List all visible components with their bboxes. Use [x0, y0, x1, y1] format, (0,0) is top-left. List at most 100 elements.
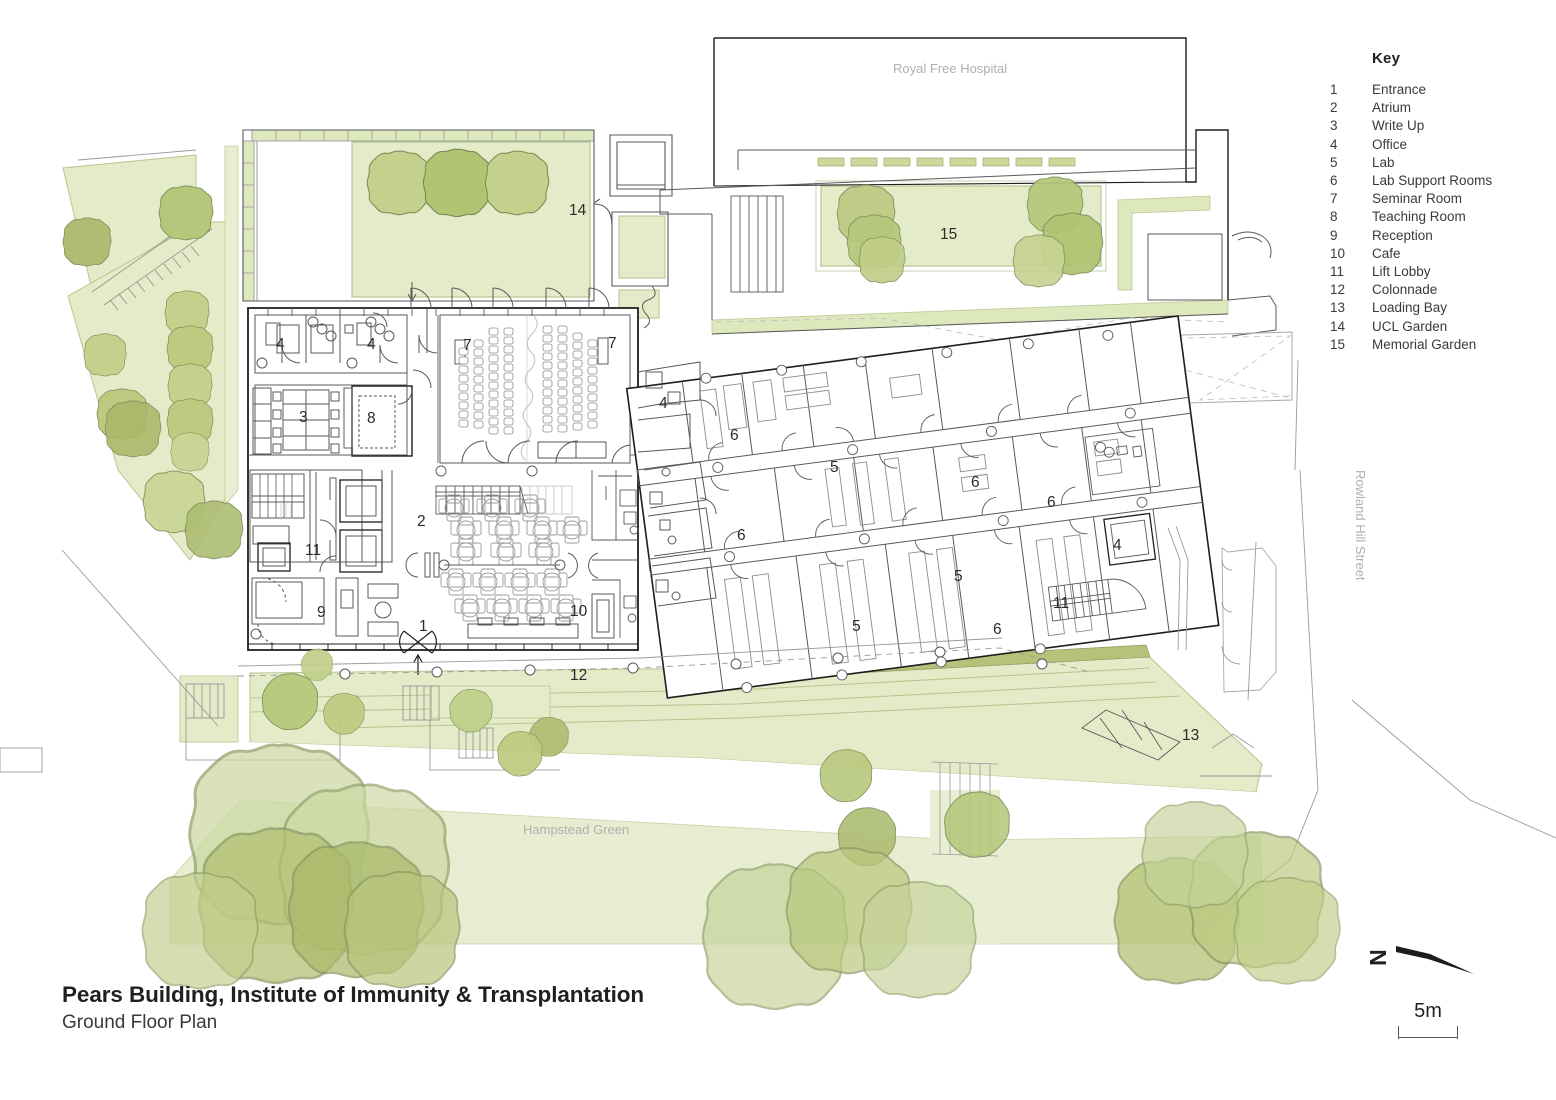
key-item-13: 13 Loading Bay: [1330, 299, 1556, 317]
room-number-5: 5: [954, 568, 963, 585]
room-number-4: 4: [659, 395, 668, 412]
lab-columns: [700, 329, 1148, 693]
scale-bar-label: 5m: [1414, 1000, 1442, 1022]
room-number-6: 6: [730, 427, 739, 444]
key-item-number: 4: [1330, 136, 1338, 152]
key-item-number: 13: [1330, 300, 1346, 316]
east-office: [1084, 427, 1161, 496]
west-interior-lines: [248, 315, 639, 638]
planter-strip-left: [242, 140, 255, 302]
key-item-number: 1: [1330, 82, 1338, 97]
north-arrow-needle: [1396, 946, 1474, 974]
key-item-label: Lab: [1372, 154, 1395, 170]
key-item-label: Colonnade: [1372, 282, 1438, 298]
room-number-9: 9: [317, 604, 326, 621]
key-item-9: 9 Reception: [1330, 227, 1556, 245]
title-block: Pears Building, Institute of Immunity & …: [62, 982, 644, 1034]
key-item-number: 2: [1330, 100, 1338, 116]
key-item-number: 7: [1330, 191, 1338, 207]
entrance-door: [399, 630, 437, 675]
key-item-1: 1 Entrance: [1330, 81, 1556, 99]
key-item-label: Seminar Room: [1372, 191, 1463, 207]
key-heading: Key: [1372, 50, 1401, 67]
key-item-number: 10: [1330, 245, 1346, 261]
room-number-13: 13: [1182, 727, 1200, 744]
key-item-label: Teaching Room: [1372, 209, 1466, 225]
room-number-14: 14: [569, 202, 587, 219]
scale-bar: 5m: [1398, 1000, 1458, 1039]
key-item-label: Atrium: [1372, 100, 1412, 116]
atrium-fittings: [405, 552, 615, 639]
key-item-6: 6 Lab Support Rooms: [1330, 172, 1556, 190]
drawing-title: Pears Building, Institute of Immunity & …: [62, 982, 645, 1007]
key-item-label: Memorial Garden: [1372, 336, 1477, 352]
key-item-label: Entrance: [1372, 82, 1427, 97]
key-item-3: 3 Write Up: [1330, 117, 1556, 135]
room-number-12: 12: [570, 667, 588, 684]
landscape-layer: [62, 129, 1270, 945]
key-item-number: 11: [1330, 264, 1345, 280]
key-item-label: Loading Bay: [1372, 300, 1448, 316]
site-label-hampstead-green: Hampstead Green: [523, 822, 630, 837]
key-item-number: 15: [1330, 336, 1346, 352]
loading-bay-bays: [1081, 709, 1181, 761]
room-number-3: 3: [299, 409, 308, 426]
room-number-8: 8: [367, 410, 376, 427]
room-number-2: 2: [417, 513, 426, 530]
key-item-number: 6: [1330, 173, 1338, 189]
east-stair: [1047, 578, 1147, 622]
hospital-stair: [730, 195, 784, 293]
reception: [250, 577, 399, 645]
room-number-4: 4: [276, 336, 285, 353]
royal-free-hospital-block: [713, 37, 1229, 300]
key-item-4: 4 Office: [1330, 136, 1556, 154]
room-number-6: 6: [993, 621, 1002, 638]
key-item-label: Lift Lobby: [1372, 264, 1431, 280]
room-number-5: 5: [830, 459, 839, 476]
lift-lobby-east: [1103, 512, 1157, 566]
site-label-rowland-hill-street: Rowland Hill Street: [1353, 470, 1368, 581]
site-label-royal-free-hospital: Royal Free Hospital: [893, 61, 1008, 76]
lift-lobby-west: [249, 469, 393, 573]
key-item-7: 7 Seminar Room: [1330, 190, 1556, 208]
key-item-8: 8 Teaching Room: [1330, 208, 1556, 226]
lab-wing: [625, 315, 1220, 699]
room-number-15: 15: [940, 226, 958, 243]
key-item-11: 11 Lift Lobby: [1330, 263, 1556, 281]
facade-planters: [817, 157, 1076, 167]
key-item-label: Cafe: [1372, 245, 1401, 261]
key-item-14: 14 UCL Garden: [1330, 318, 1556, 336]
key-item-number: 8: [1330, 209, 1338, 225]
office-row: [254, 312, 408, 374]
room-number-6: 6: [737, 527, 746, 544]
room-number-5: 5: [852, 618, 861, 635]
room-number-4: 4: [367, 336, 376, 353]
room-number-6: 6: [1047, 494, 1056, 511]
room-number-11: 11: [1053, 595, 1070, 612]
garden-gate: [642, 285, 656, 329]
room-number-1: 1: [419, 618, 428, 635]
key-item-label: Reception: [1372, 227, 1433, 243]
key-item-number: 9: [1330, 227, 1338, 243]
key-item-number: 14: [1330, 318, 1346, 334]
key-item-number: 12: [1330, 282, 1346, 298]
key-item-label: Office: [1372, 136, 1408, 152]
key-item-label: Write Up: [1372, 118, 1425, 134]
key-item-15: 15 Memorial Garden: [1330, 336, 1556, 354]
key-item-label: Lab Support Rooms: [1372, 173, 1493, 189]
cafe-tables: [438, 494, 588, 622]
north-arrow: N: [1365, 930, 1480, 986]
key-item-10: 10 Cafe: [1330, 245, 1556, 263]
room-number-6: 6: [971, 474, 980, 491]
key-item-2: 2 Atrium: [1330, 99, 1556, 117]
key-item-12: 12 Colonnade: [1330, 281, 1556, 299]
key-item-label: UCL Garden: [1372, 318, 1448, 334]
key-item-number: 3: [1330, 118, 1338, 134]
drawing-subtitle: Ground Floor Plan: [62, 1012, 218, 1033]
scale-bar-graphic: [1398, 1026, 1458, 1039]
planter-strip-top: [251, 129, 595, 142]
